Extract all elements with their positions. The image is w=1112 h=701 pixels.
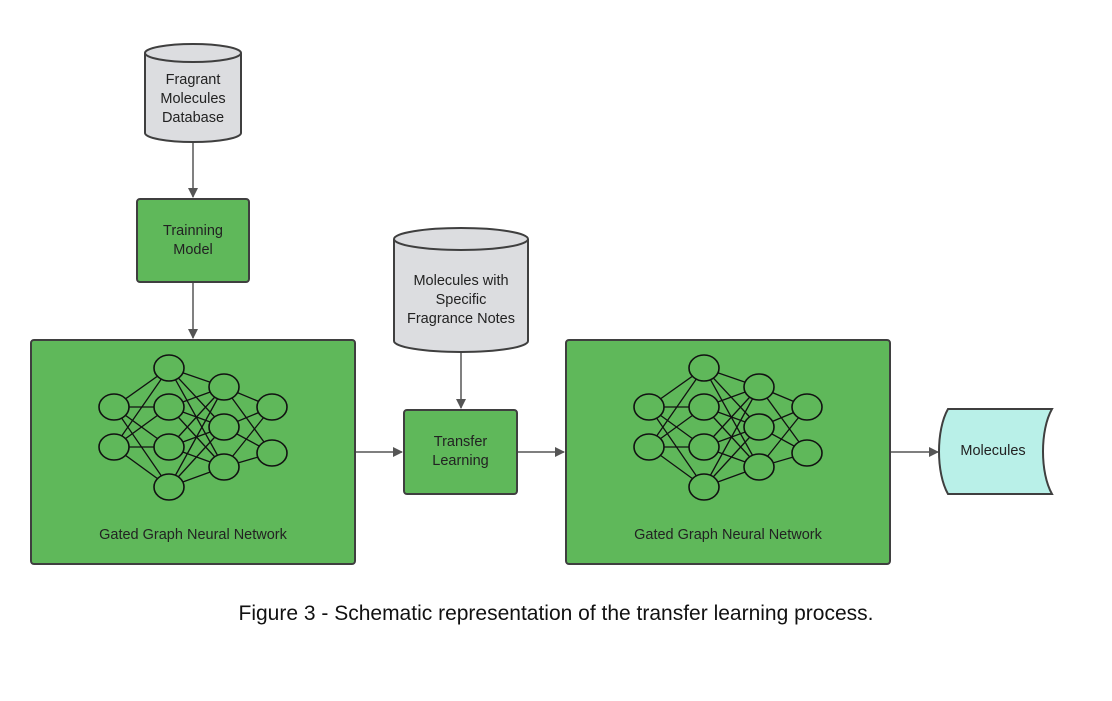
network-neuron (153, 393, 185, 421)
network-neuron (208, 373, 240, 401)
fragrant-molecules-database-node (144, 43, 242, 143)
network-neuron (256, 439, 288, 467)
ggnn-left-label: Gated Graph Neural Network (99, 527, 287, 543)
training-model-label: Trainning Model (163, 223, 223, 258)
network-neuron (633, 433, 665, 461)
network-neuron (256, 393, 288, 421)
ggnn-right-label: Gated Graph Neural Network (634, 527, 822, 543)
network-neuron (153, 354, 185, 382)
network-neuron (688, 473, 720, 501)
transfer-learning-node (403, 409, 518, 495)
transfer-learning-label: Transfer Learning (432, 434, 489, 469)
network-neuron (153, 473, 185, 501)
specific-fragrance-notes-database-node (393, 227, 529, 353)
network-neuron (98, 433, 130, 461)
network-connection (113, 367, 170, 448)
network-neuron (743, 453, 775, 481)
specific-notes-database-label: Molecules with Specific Fragrance Notes (407, 273, 515, 327)
network-neuron (791, 393, 823, 421)
network-neuron (98, 393, 130, 421)
fragrant-database-label: Fragrant Molecules Database (160, 72, 226, 126)
neural-network-icon-right (633, 354, 823, 501)
network-neuron (688, 433, 720, 461)
output-molecules-node (938, 408, 1054, 495)
neural-network-icon-left (98, 354, 288, 501)
network-neuron (743, 413, 775, 441)
output-molecules-label: Molecules (960, 443, 1026, 459)
figure-caption: Figure 3 - Schematic representation of t… (238, 602, 874, 625)
network-neuron (688, 354, 720, 382)
network-neuron (688, 393, 720, 421)
network-connection (168, 386, 225, 488)
network-neuron (791, 439, 823, 467)
network-neuron (208, 413, 240, 441)
network-neuron (208, 453, 240, 481)
network-connection (703, 386, 760, 488)
network-connection (648, 367, 705, 448)
network-neuron (743, 373, 775, 401)
network-neuron (633, 393, 665, 421)
network-neuron (153, 433, 185, 461)
training-model-node (136, 198, 250, 283)
